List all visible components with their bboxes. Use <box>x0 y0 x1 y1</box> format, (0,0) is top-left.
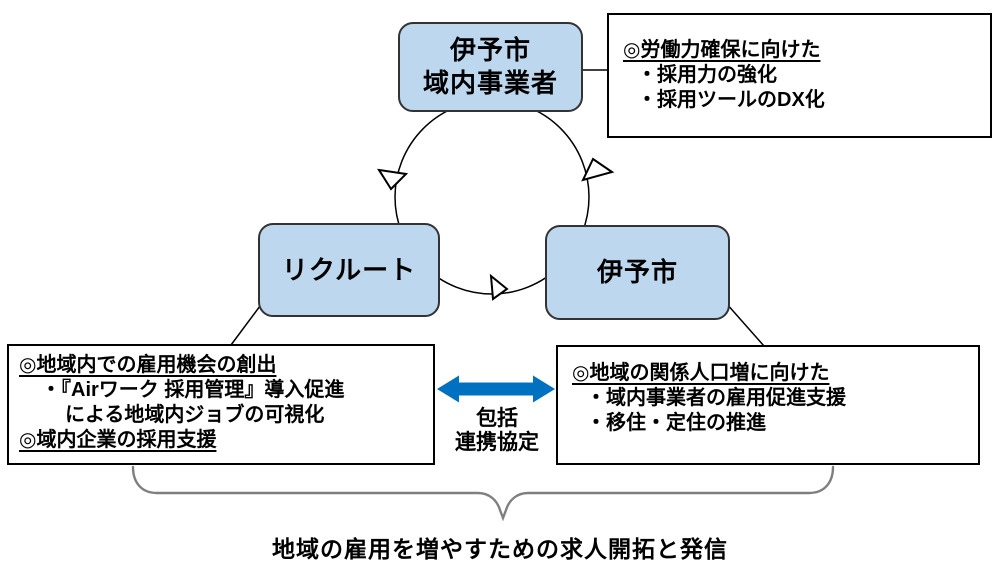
node-business-label-line2: 域内事業者 <box>422 68 558 98</box>
connector-city-note <box>725 302 765 347</box>
cycle-arrowhead-to-business-icon <box>581 157 615 182</box>
note-city: ◎地域の関係人口増に向けた ・域内事業者の雇用促進支援 ・移住・定住の推進 <box>556 345 980 465</box>
node-recruit-label: リクルート <box>281 254 417 285</box>
note-recruit-bullet-continuation: による地域内ジョブの可視化 <box>65 404 325 426</box>
node-business: 伊予市 域内事業者 <box>398 22 583 112</box>
note-business-item: ・採用ツールのDX化 <box>637 89 825 111</box>
partnership-label: 包括 連携協定 <box>436 407 558 455</box>
partnership-label-line1: 包括 <box>476 407 518 430</box>
note-business-heading: ◎労働力確保に向けた <box>623 39 821 61</box>
note-recruit-heading1: ◎地域内での雇用機会の創出 <box>19 354 277 376</box>
partnership-label-line2: 連携協定 <box>455 431 539 454</box>
cycle-arrowhead-to-city-icon <box>489 273 509 301</box>
connector-recruit-note <box>230 301 264 346</box>
node-business-label-line1: 伊予市 <box>449 35 531 65</box>
note-recruit-bullet: ・『Airワーク 採用管理』導入促進 <box>41 379 345 401</box>
note-city-item: ・域内事業者の雇用促進支援 <box>586 387 846 409</box>
bottom-caption: 地域の雇用を増やすための求人開拓と発信 <box>272 536 728 562</box>
bottom-brace-icon <box>131 465 835 522</box>
note-business: ◎労働力確保に向けた ・採用力の強化 ・採用ツールのDX化 <box>607 13 992 138</box>
note-city-item: ・移住・定住の推進 <box>586 412 766 434</box>
note-recruit: ◎地域内での雇用機会の創出 ・『Airワーク 採用管理』導入促進 による地域内ジ… <box>7 344 435 465</box>
note-business-item: ・採用力の強化 <box>637 64 777 86</box>
node-city-label: 伊予市 <box>596 257 678 287</box>
node-city: 伊予市 <box>545 225 730 320</box>
node-recruit: リクルート <box>258 223 440 317</box>
partnership-double-arrow-icon <box>437 375 555 403</box>
note-recruit-heading2: ◎域内企業の採用支援 <box>19 429 217 451</box>
note-city-heading: ◎地域の関係人口増に向けた <box>572 362 830 384</box>
cycle-arrowhead-to-recruit-icon <box>376 168 409 191</box>
